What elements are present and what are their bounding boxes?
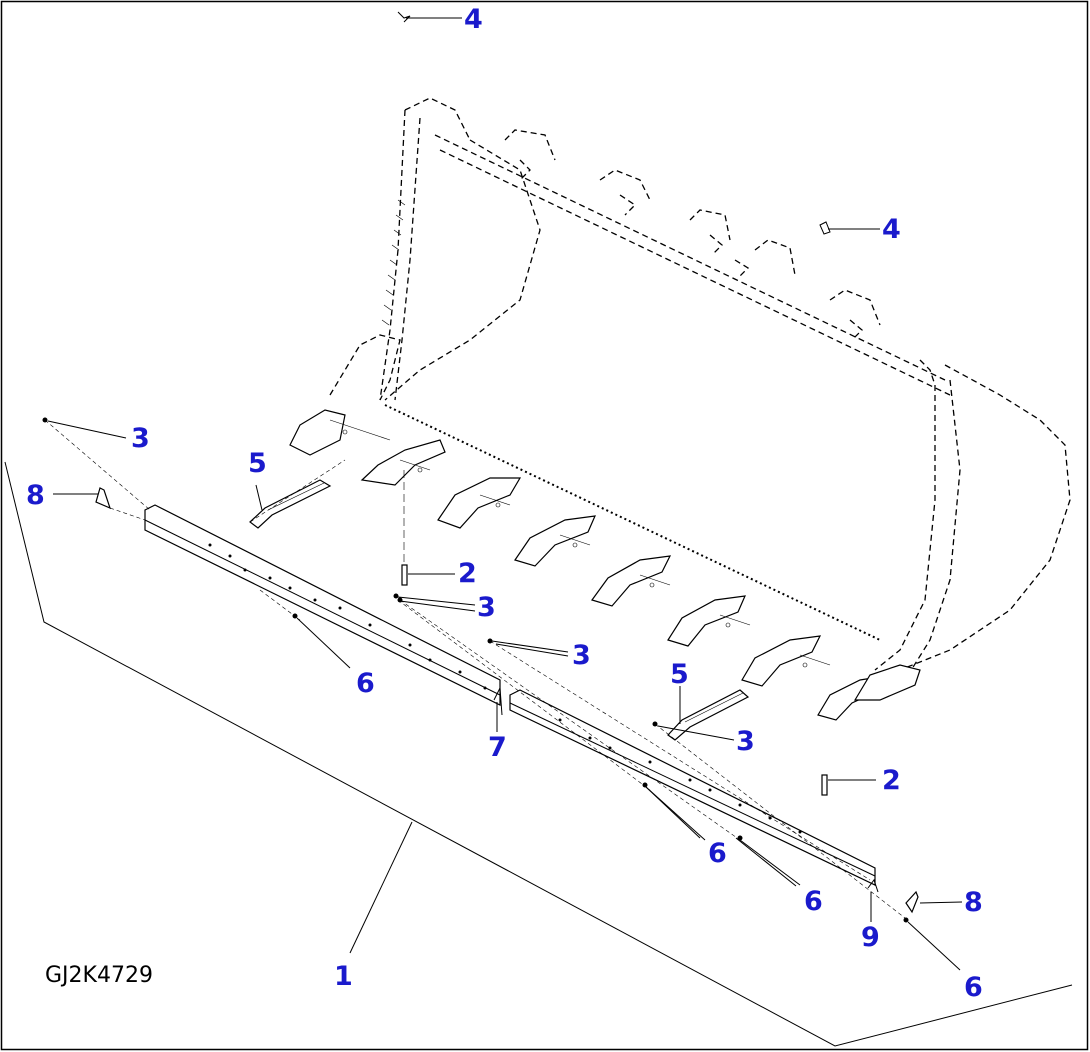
callout-1: 1 [334,961,353,992]
assembly-boundary [4,461,1073,1047]
callout-7: 7 [488,732,507,763]
side-cutter-left [249,479,332,529]
callout-6-bottom: 6 [964,972,983,1003]
callout-6-left: 6 [356,668,375,699]
side-cutter-right [667,689,750,741]
callout-3-mid: 3 [572,640,591,671]
callout-3-right: 3 [736,726,755,757]
callout-4-top: 4 [464,4,483,35]
cutting-edge-bar [144,504,876,886]
cutting-edge-line [384,404,881,641]
assembly-guides [44,419,906,919]
callout-4-right: 4 [882,214,901,245]
callout-8-left: 8 [26,480,45,511]
callout-6-right: 6 [804,886,823,917]
callout-6-center: 6 [708,838,727,869]
callout-8-right: 8 [964,887,983,918]
callout-5-left: 5 [248,448,267,479]
bucket-outline [329,97,1071,681]
figure-id: GJ2K4729 [45,963,153,988]
callout-2-lower: 2 [882,765,901,796]
callout-labels: 4 4 3 5 8 2 3 3 6 5 3 7 2 6 6 8 9 6 1 [26,4,983,1003]
bucket-teeth [289,409,921,721]
callout-5-right: 5 [670,659,689,690]
callout-3-center: 3 [477,592,496,623]
hardware-parts [42,11,919,923]
callout-2-upper: 2 [458,558,477,589]
leader-lines [47,17,963,971]
callout-9: 9 [861,922,880,953]
bolt-holes [208,543,802,834]
callout-3-left: 3 [131,423,150,454]
